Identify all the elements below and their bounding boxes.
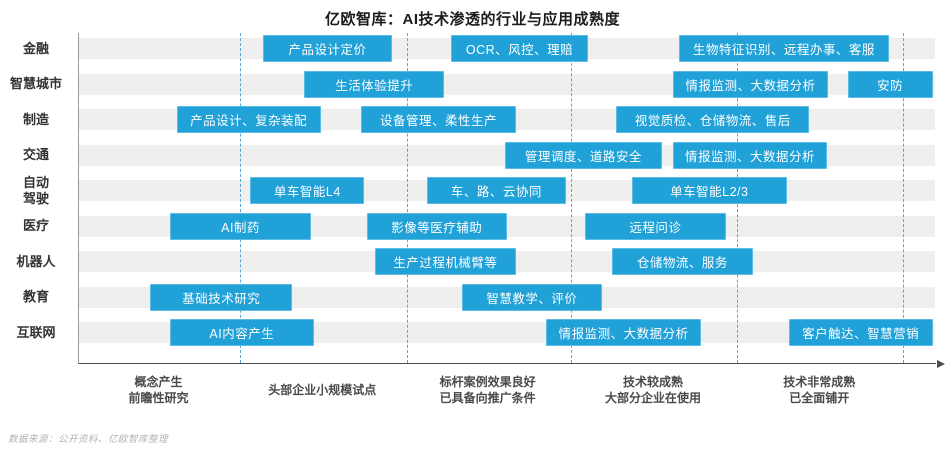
bar-smart-city-1: 生活体验提升 [304, 70, 445, 98]
bar-healthcare-1: AI制药 [169, 212, 312, 240]
stage-label-4: 技术较成熟大部分企业在使用 [605, 375, 702, 405]
bar-transportation-1: 管理调度、道路安全 [504, 141, 662, 169]
bar-manufacturing-3: 视觉质检、仓储物流、售后 [616, 106, 810, 133]
stage-boundary-line-5 [902, 33, 904, 363]
bar-education-2: 智慧教学、评价 [462, 283, 602, 311]
stage-boundary-line-3 [570, 33, 572, 363]
bar-autonomous-driving-2: 车、路、云协同 [426, 177, 566, 204]
bar-finance-3: 生物特征识别、远程办事、客服 [678, 35, 889, 62]
bar-autonomous-driving-1: 单车智能L4 [250, 177, 365, 204]
bar-internet-1: AI内容产生 [169, 319, 314, 346]
row-label-autonomous-driving: 自动驾驶 [22, 174, 49, 206]
stage-label-2: 头部企业小规模试点 [268, 383, 377, 397]
bar-finance-2: OCR、风控、理赔 [450, 35, 589, 62]
bar-healthcare-2: 影像等医疗辅助 [366, 212, 507, 240]
row-label-manufacturing: 制造 [22, 111, 49, 127]
bar-healthcare-3: 远程问诊 [584, 212, 727, 240]
row-label-smart-city: 智慧城市 [9, 76, 62, 91]
bar-smart-city-3: 安防 [847, 70, 933, 98]
bar-robotics-2: 仓储物流、服务 [612, 248, 753, 275]
bar-smart-city-2: 情报监测、大数据分析 [672, 70, 828, 98]
bar-internet-2: 情报监测、大数据分析 [546, 319, 702, 346]
row-label-transportation: 交通 [22, 147, 49, 162]
row-label-finance: 金融 [22, 40, 49, 56]
stage-boundary-line-1 [240, 33, 242, 363]
bar-internet-3: 客户触达、智慧营销 [788, 319, 933, 346]
bar-finance-1: 产品设计定价 [263, 35, 392, 62]
chart-title: 亿欧智库：AI技术渗透的行业与应用成熟度 [324, 11, 620, 28]
row-label-healthcare: 医疗 [22, 218, 49, 233]
bar-transportation-2: 情报监测、大数据分析 [672, 141, 828, 169]
stage-label-5: 技术非常成熟已全面铺开 [783, 375, 856, 405]
source-note: 数据来源：公开资料、亿欧智库整理 [8, 434, 169, 445]
bar-education-1: 基础技术研究 [150, 283, 293, 311]
stage-label-1: 概念产生前瞻性研究 [128, 375, 189, 405]
stage-label-3: 标杆案例效果良好已具备向推广条件 [439, 375, 536, 405]
stage-boundary-line-2 [407, 33, 409, 363]
bar-manufacturing-2: 设备管理、柔性生产 [360, 106, 517, 133]
bar-robotics-1: 生产过程机械臂等 [374, 248, 517, 275]
arrow-right-icon [937, 359, 945, 368]
row-label-internet: 互联网 [16, 324, 56, 340]
row-label-robotics: 机器人 [16, 253, 56, 269]
bar-manufacturing-1: 产品设计、复杂装配 [176, 106, 321, 133]
bar-autonomous-driving-3: 单车智能L2/3 [631, 177, 787, 204]
row-label-education: 教育 [22, 289, 49, 304]
